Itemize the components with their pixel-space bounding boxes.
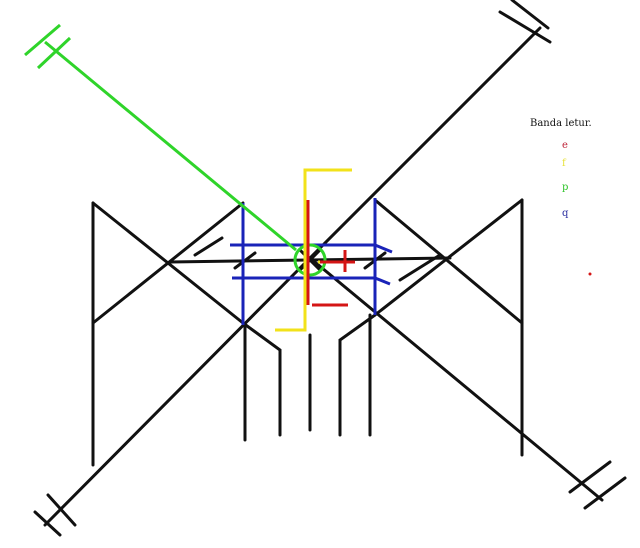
legend-title: Banda letur. <box>530 118 592 129</box>
legend-item-p: p <box>562 182 569 193</box>
red-structure <box>306 200 592 307</box>
legend-item-e: e <box>562 140 568 151</box>
legend-item-f: f <box>562 158 566 169</box>
green-structure <box>24 23 327 277</box>
black-structure <box>33 0 627 537</box>
legend-item-q: q <box>562 208 569 219</box>
